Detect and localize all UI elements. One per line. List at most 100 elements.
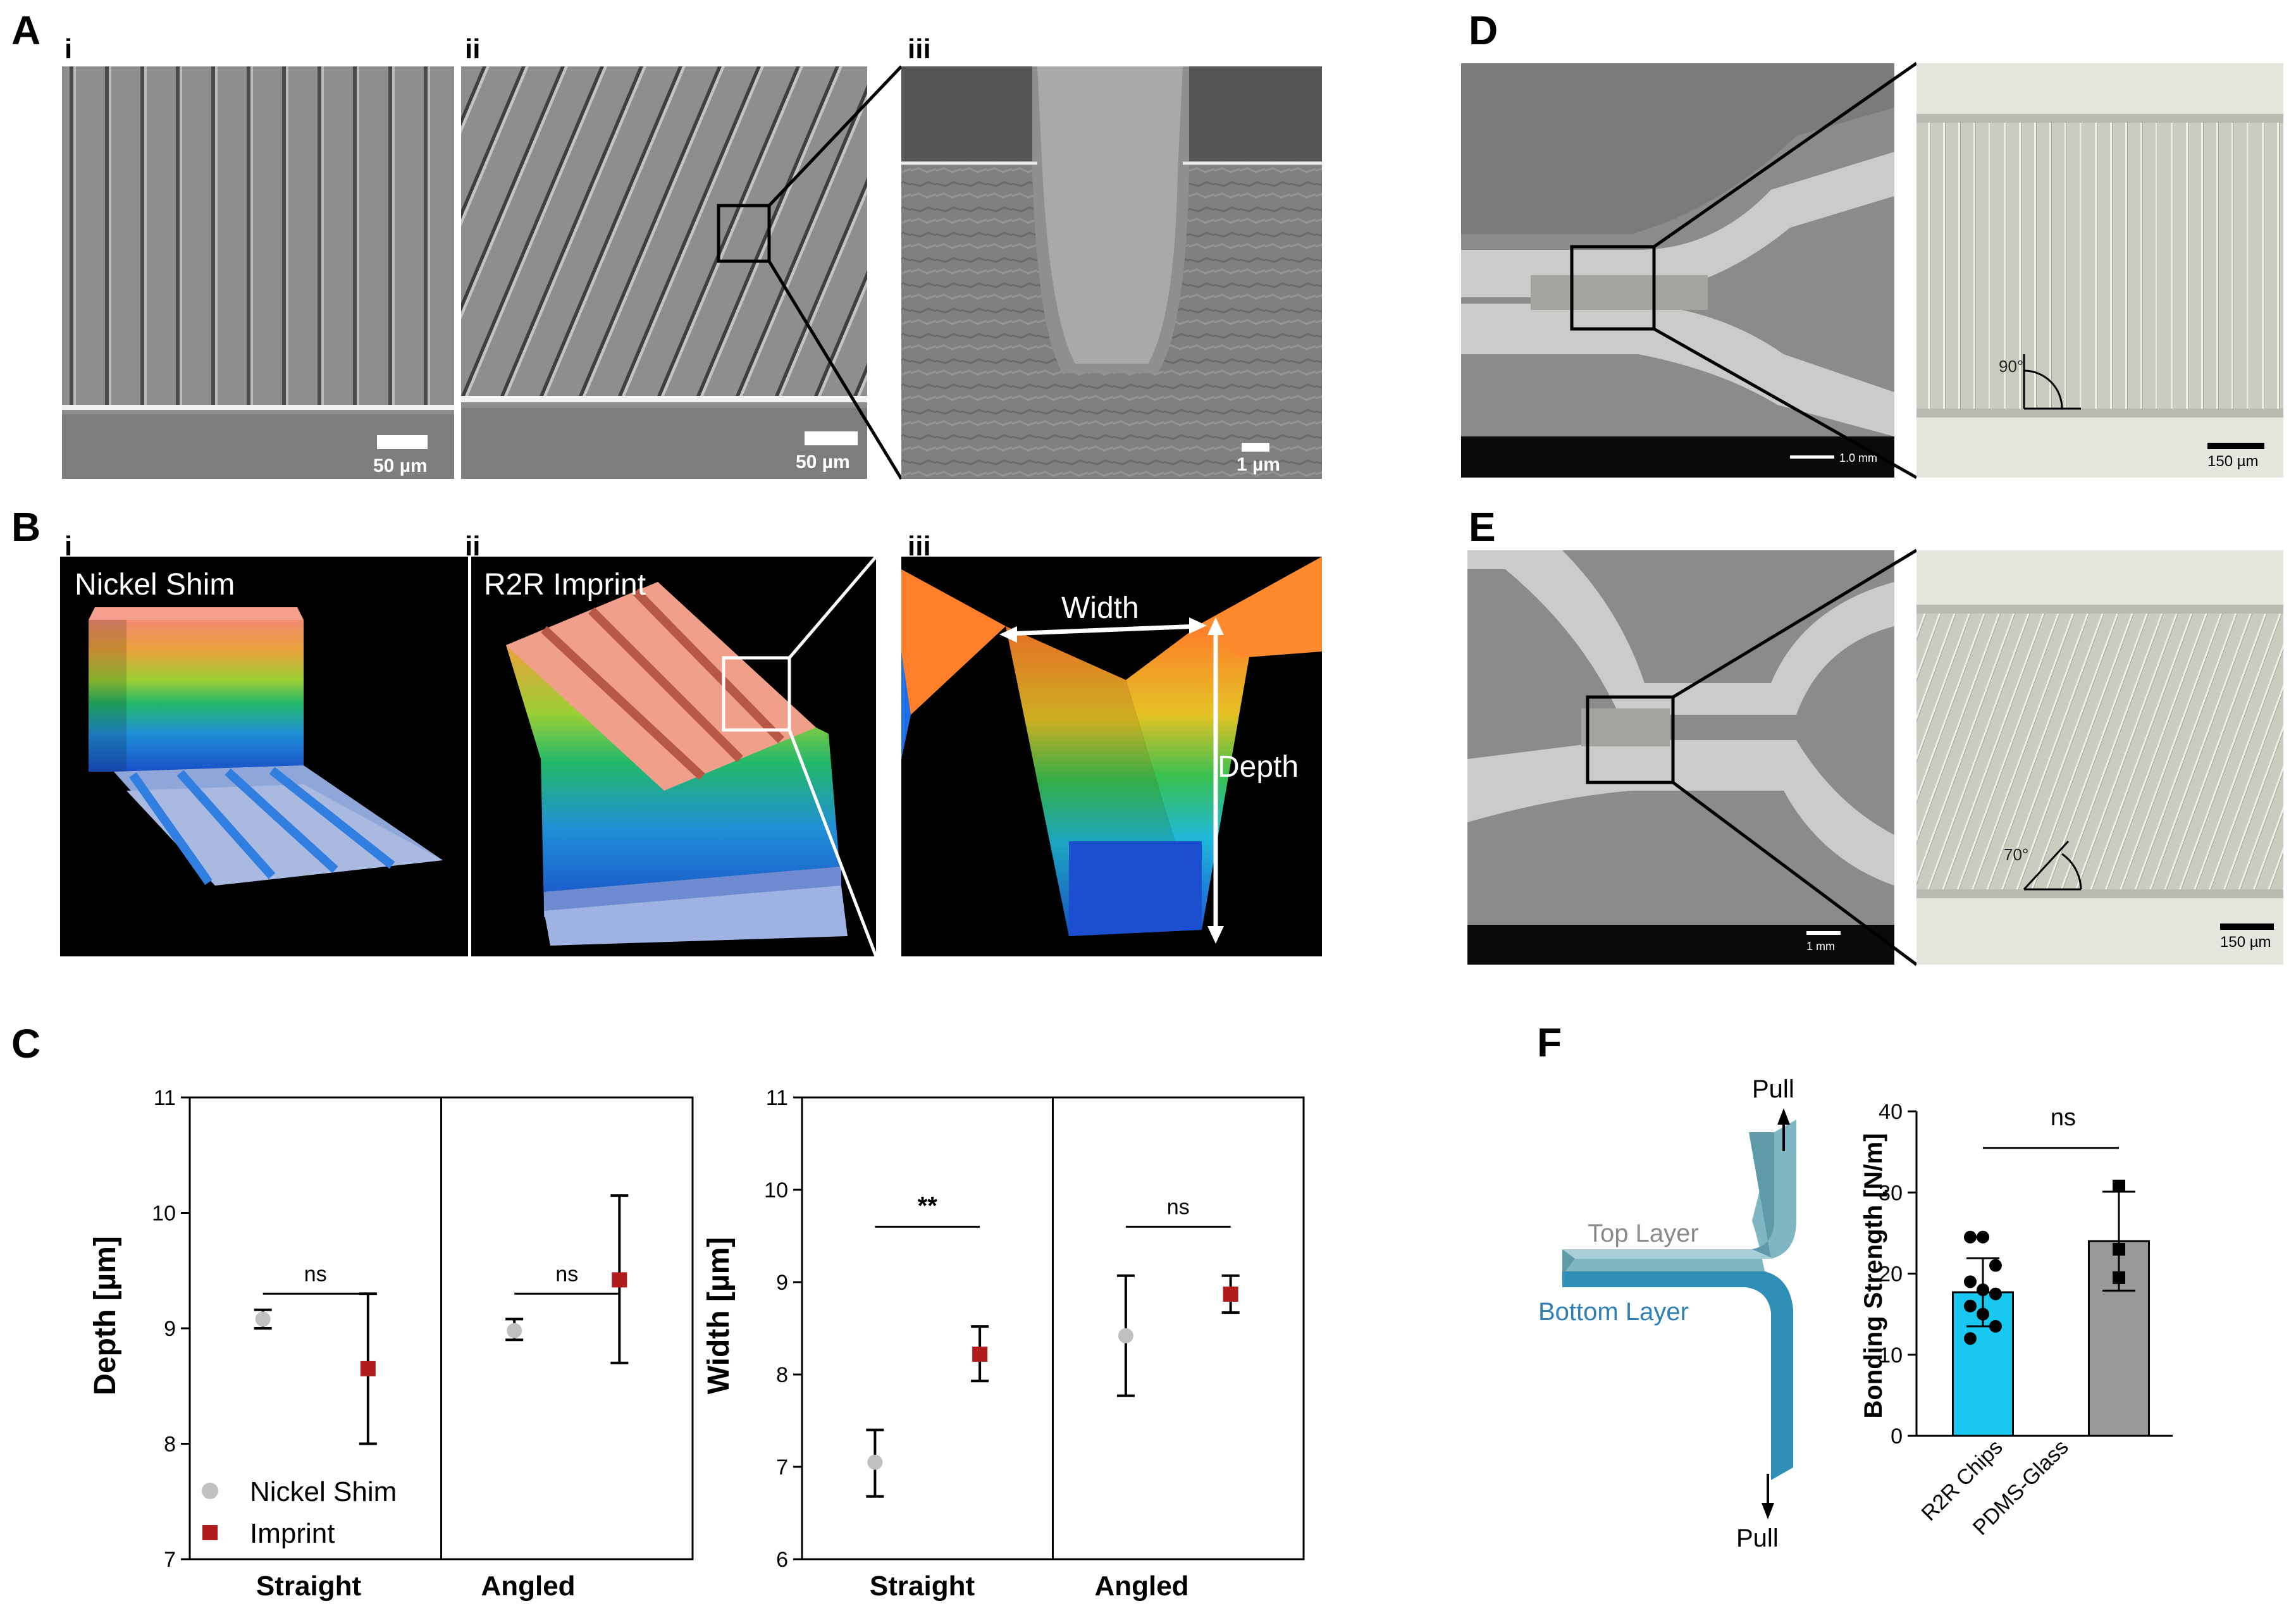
y-tick-label: 8 (776, 1363, 788, 1387)
scale-label: 50 µm (796, 452, 850, 473)
channel-line (814, 270, 867, 396)
zoom-line (1653, 61, 1918, 249)
significance-label: ns (1167, 1195, 1190, 1219)
channel-line (109, 66, 111, 405)
data-point (1989, 1259, 2002, 1272)
channel-line (176, 66, 180, 405)
channel-line (504, 66, 646, 396)
scale-bar (1242, 443, 1269, 452)
channel-line (180, 66, 182, 405)
zoom-box (1586, 695, 1675, 784)
channel-line (286, 66, 288, 405)
channel-line (321, 66, 324, 405)
significance-label: ns (304, 1262, 327, 1286)
zoom-line (767, 260, 903, 480)
r2r-imprint-label: R2R Imprint (484, 568, 646, 602)
channel-line (543, 66, 686, 396)
y-tick-label: 11 (154, 1086, 176, 1110)
data-point (1977, 1230, 1989, 1244)
scale-bar (2220, 923, 2274, 930)
zoom-line (1672, 781, 1918, 967)
scale-bar (1806, 931, 1841, 935)
peel-test-diagram: Pull Pull Top Layer Bottom Layer (1538, 1075, 1796, 1552)
panel-a-ii-label: ii (465, 34, 480, 65)
y-tick-label: 10 (1879, 1343, 1903, 1368)
significance-label: ns (555, 1262, 578, 1286)
category-label: Straight (256, 1571, 362, 1602)
channel-line (736, 84, 867, 396)
zoom-line (768, 65, 903, 207)
panel-a-iii-label: iii (908, 34, 931, 65)
channel-line (853, 362, 867, 396)
panel-letter-c: C (11, 1021, 40, 1066)
data-point (2113, 1179, 2125, 1192)
channel-line (461, 66, 568, 320)
zoom-box (722, 656, 791, 732)
channel-line (465, 66, 607, 396)
channel-line (70, 66, 73, 405)
y-tick-label: 10 (152, 1202, 176, 1226)
channel-line (105, 66, 109, 405)
channel-line (144, 66, 147, 405)
panel-letter-f: F (1537, 1020, 1562, 1065)
data-point (1964, 1299, 1977, 1313)
y-tick-label: 11 (766, 1086, 788, 1110)
panel-letter-d: D (1469, 8, 1498, 53)
depth-label: Depth (1218, 750, 1299, 784)
data-point (1977, 1307, 1989, 1321)
y-tick-label: 9 (776, 1271, 788, 1295)
channel-line (428, 66, 430, 405)
data-point (2113, 1243, 2125, 1256)
angle-label: 70° (2004, 845, 2028, 864)
data-point-shim (507, 1323, 522, 1338)
channel-line (775, 177, 867, 396)
panel-letter-a: A (11, 8, 40, 53)
chart-bonding-strength: Bonding Strength [N/m] ns R2R Chips PDMS… (1860, 1100, 2173, 1540)
scale-bar (805, 431, 858, 445)
significance-label: ns (2051, 1104, 2076, 1131)
zoom-line (788, 555, 877, 659)
y-axis-label: Width [µm] (702, 1237, 736, 1394)
channel-line (282, 66, 286, 405)
legend-label-shim: Nickel Shim (250, 1476, 397, 1507)
profile-3d-nickel-shim: Nickel Shim (60, 557, 468, 956)
panel-b-ii-label: ii (465, 531, 480, 562)
panel-a-i-label: i (65, 34, 72, 65)
data-point-imprint (612, 1272, 627, 1288)
legend-swatch-imprint (202, 1525, 218, 1540)
y-tick-label: 30 (1879, 1181, 1903, 1205)
micrograph-angled: 70° 150 µm (1916, 550, 2283, 965)
channel-line (618, 66, 761, 396)
scale-label: 1 µm (1237, 454, 1280, 475)
channel-line (779, 186, 867, 396)
data-point (1964, 1230, 1977, 1244)
panel-b-iii-label: iii (908, 531, 931, 562)
channel-line (622, 66, 764, 396)
channel-line (250, 66, 253, 405)
y-tick-label: 20 (1879, 1263, 1903, 1287)
scale-bar (2207, 443, 2264, 449)
nickel-shim-label: Nickel Shim (75, 568, 235, 602)
y-tick-label: 0 (1891, 1424, 1903, 1448)
channel-line (392, 66, 395, 405)
channel-line (73, 66, 76, 405)
data-point-imprint (360, 1361, 376, 1376)
bottom-layer-label: Bottom Layer (1538, 1298, 1689, 1326)
y-axis-label: Bonding Strength [N/m] (1860, 1133, 1887, 1418)
data-point-imprint (1223, 1286, 1238, 1302)
channel-line (579, 66, 722, 396)
channel-line (818, 279, 867, 396)
chip-photo-angled: 1 mm (1467, 550, 1894, 965)
profile-3d-trench-zoom: Width Depth (901, 557, 1322, 956)
panel-letter-b: B (11, 504, 40, 550)
data-point (2113, 1271, 2125, 1284)
category-label: Angled (1094, 1571, 1188, 1602)
channel-line (388, 66, 392, 405)
category-label: Angled (481, 1571, 575, 1602)
width-label: Width (1061, 591, 1139, 625)
y-tick-label: 9 (164, 1317, 176, 1341)
sem-image-straight: 50 µm (62, 66, 454, 479)
y-tick-label: 7 (164, 1548, 176, 1572)
